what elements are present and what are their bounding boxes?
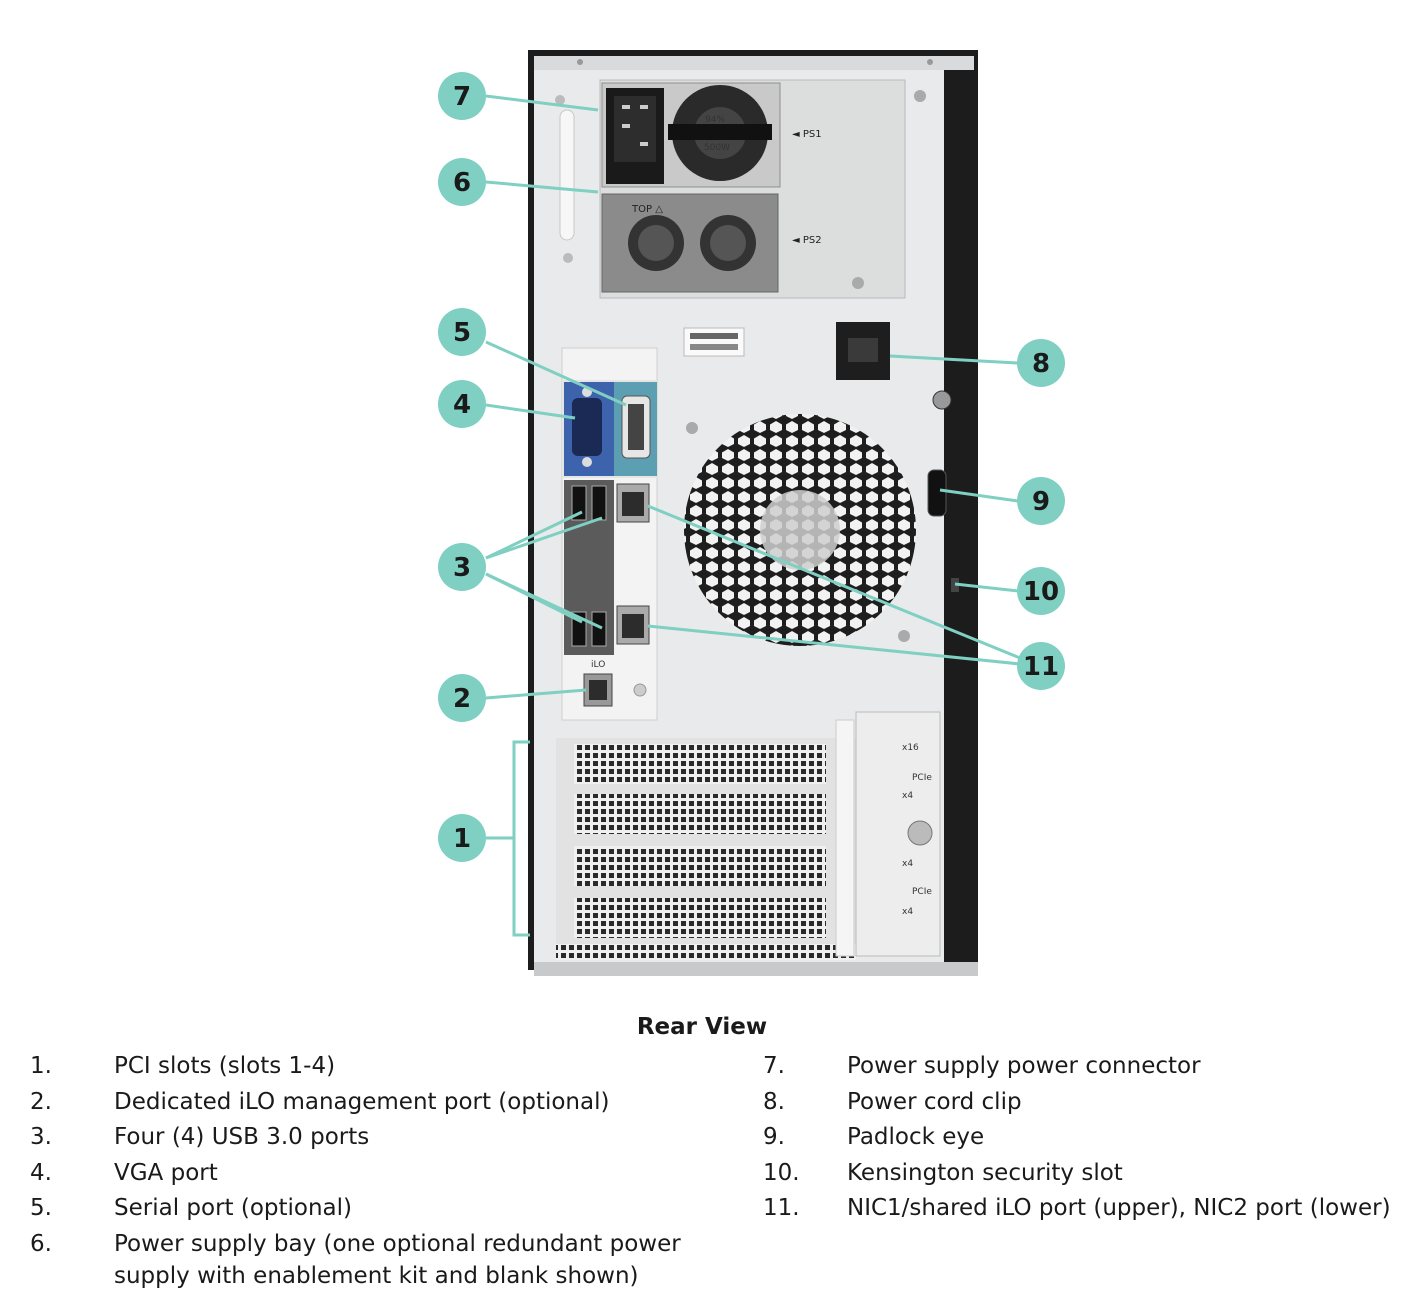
pci-slots [556, 719, 856, 960]
legend-item-text: Power supply power connector [847, 1053, 1201, 1079]
legend-item-number: 1. [30, 1053, 52, 1079]
svg-text:11: 11 [1023, 652, 1059, 682]
svg-text:10: 10 [1023, 577, 1059, 607]
pcie-x4-label-3: x4 [902, 907, 913, 917]
callout-1: 1 [438, 814, 486, 862]
io-panel: iLO [561, 347, 658, 721]
svg-text:1: 1 [453, 824, 471, 854]
callout-2: 2 [438, 674, 486, 722]
nic1-port [616, 483, 650, 523]
callout-4: 4 [438, 380, 486, 428]
legend-item-number: 4. [30, 1159, 52, 1186]
legend-item: 3. Four (4) USB 3.0 ports [30, 1121, 750, 1153]
legend-item-number: 11. [763, 1195, 800, 1221]
legend-item-number: 3. [30, 1124, 52, 1150]
legend-item: 2. Dedicated iLO management port (option… [30, 1086, 750, 1118]
legend-item: 8. Power cord clip [763, 1086, 1403, 1118]
leader-lines [485, 94, 1021, 937]
svg-text:5: 5 [453, 318, 471, 348]
pcie-x16-label: x16 [902, 743, 919, 753]
legend-item-text: Padlock eye [847, 1124, 985, 1150]
svg-text:6: 6 [453, 168, 471, 198]
pcie-label-lower: PCIe [912, 887, 932, 897]
callout-3: 3 [438, 543, 486, 591]
legend-item-number: 9. [763, 1124, 785, 1150]
usb-port-upper-pair [571, 485, 607, 521]
legend-item-text: PCI slots (slots 1-4) [114, 1053, 336, 1079]
legend-item-number: 6. [30, 1230, 52, 1257]
psu-blank-opening-icon [628, 215, 756, 271]
power-cord-clip [836, 322, 890, 380]
rear-fan-grille [684, 414, 916, 646]
legend-item-number: 5. [30, 1195, 52, 1221]
callout-10: 10 [1017, 567, 1065, 615]
serial-port [614, 382, 657, 476]
svg-text:2: 2 [453, 684, 471, 714]
svg-text:7: 7 [453, 82, 471, 112]
legend-item: 10. Kensington security slot [763, 1157, 1403, 1189]
caption-title: Rear View [636, 1014, 768, 1040]
legend-item-number: 2. [30, 1088, 52, 1115]
callout-7: 7 [438, 72, 486, 120]
ilo-port [583, 673, 613, 707]
legend-item-text: Power supply bay (one optional redundant… [114, 1230, 681, 1289]
callout-5: 5 [438, 308, 486, 356]
legend-item-number: 10. [763, 1159, 800, 1186]
psu-fan-icon: 94% 500W [668, 85, 772, 181]
svg-text:3: 3 [453, 553, 471, 583]
legend-item: 11. NIC1/shared iLO port (upper), NIC2 p… [763, 1192, 1403, 1224]
server-rear-view-diagram: 94% 500W ◄ PS1 TOP △ ◄ PS2 [438, 50, 1065, 976]
legend-item-text: Serial port (optional) [114, 1195, 353, 1221]
psu-top-label: TOP △ [631, 204, 663, 215]
svg-text:9: 9 [1032, 487, 1050, 517]
callout-9: 9 [1017, 477, 1065, 525]
legend-item-number: 8. [763, 1088, 785, 1115]
legend-item-text: Dedicated iLO management port (optional) [114, 1088, 610, 1115]
power-supply-bay: 94% 500W ◄ PS1 TOP △ ◄ PS2 [599, 79, 926, 299]
pcie-x4-label-1: x4 [902, 791, 913, 801]
ps2-label: ◄ PS2 [792, 235, 822, 246]
legend-item: 4. VGA port [30, 1157, 750, 1189]
power-connector-icon [606, 88, 664, 184]
legend-item: 5. Serial port (optional) [30, 1192, 750, 1224]
barcode-label [683, 327, 745, 357]
legend-right: 7. Power supply power connector 8. Power… [763, 1050, 1403, 1228]
legend-item: 1. PCI slots (slots 1-4) [30, 1050, 750, 1082]
psu-rating-label: 500W [704, 143, 730, 153]
legend-item-text: Four (4) USB 3.0 ports [114, 1124, 370, 1150]
legend-item-text: Power cord clip [847, 1088, 1022, 1115]
vga-port [564, 382, 614, 476]
legend-item-text: Kensington security slot [847, 1159, 1123, 1186]
pcie-x4-label-2: x4 [902, 859, 913, 869]
legend-item: 9. Padlock eye [763, 1121, 1403, 1153]
callout-6: 6 [438, 158, 486, 206]
callout-8: 8 [1017, 339, 1065, 387]
legend-left: 1. PCI slots (slots 1-4) 2. Dedicated iL… [30, 1050, 750, 1295]
svg-text:8: 8 [1032, 349, 1050, 379]
padlock-eye [927, 390, 952, 517]
legend-item-number: 7. [763, 1053, 785, 1079]
callout-11: 11 [1017, 642, 1065, 690]
ps1-label: ◄ PS1 [792, 129, 822, 140]
nic2-port [616, 605, 650, 645]
pcie-label-panel: x16 PCIe x4 x4 PCIe x4 [855, 711, 941, 957]
ilo-label: iLO [591, 660, 605, 670]
svg-text:4: 4 [453, 390, 471, 420]
pcie-label-upper: PCIe [912, 773, 932, 783]
legend-item-text: NIC1/shared iLO port (upper), NIC2 port … [847, 1195, 1391, 1221]
legend-item: 7. Power supply power connector [763, 1050, 1403, 1082]
psu-efficiency-label: 94% [705, 115, 725, 125]
legend-item-text: VGA port [114, 1159, 218, 1186]
legend-item: 6. Power supply bay (one optional redund… [30, 1228, 750, 1292]
